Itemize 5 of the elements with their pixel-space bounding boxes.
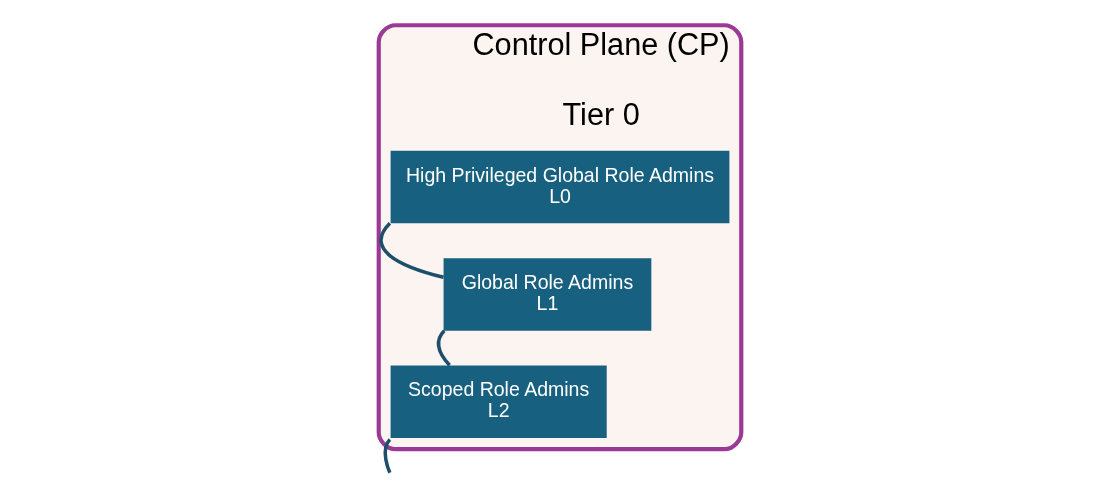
connector	[383, 438, 391, 474]
node-box: High Privileged Global Role Admins L0	[390, 150, 729, 224]
node-box: Global Role Admins L1	[443, 258, 651, 331]
connector	[436, 329, 451, 367]
node-box: Scoped Role Admins L2	[390, 365, 607, 438]
